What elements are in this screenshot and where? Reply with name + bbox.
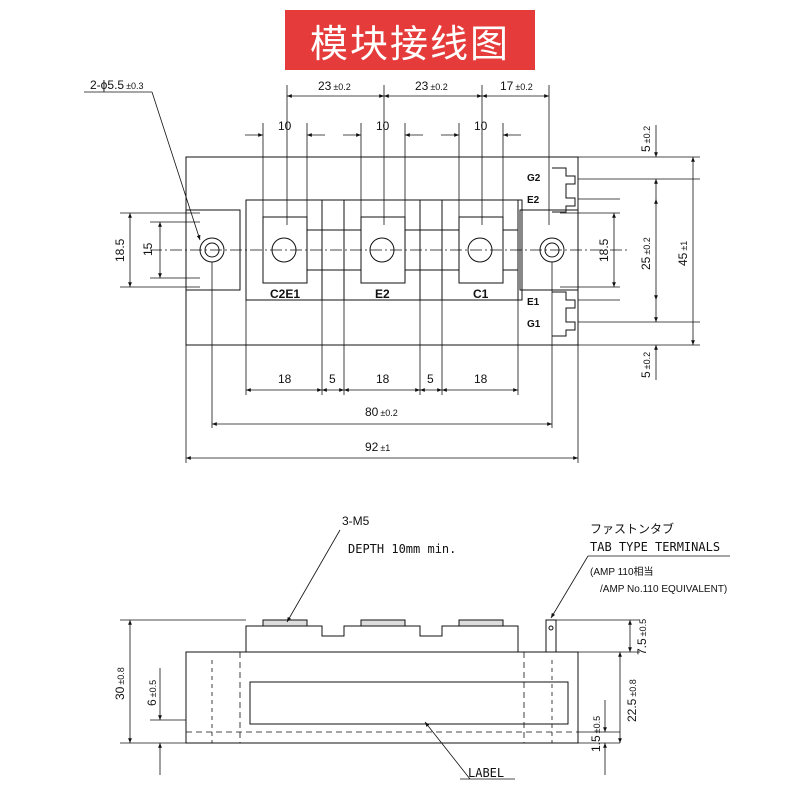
screw-spec: 3-M5 <box>342 514 370 528</box>
right-dim-25: 25±0.2 <box>639 237 653 270</box>
depth-note: DEPTH 10mm min. <box>348 542 456 556</box>
side-dim-6: 6±0.5 <box>145 680 159 706</box>
terminal-label-c2e1: C2E1 <box>270 287 300 301</box>
hole-spec: 2-ϕ5.5±0.3 <box>90 78 144 92</box>
tab-japanese-label: ファストンタブ <box>590 521 674 536</box>
bottom-dim-2: 5 <box>329 372 336 386</box>
pin-e1-g1 <box>552 291 576 337</box>
top-view-labels: 2-ϕ5.5±0.3 23±0.2 23±0.2 17±0.2 10 10 10… <box>90 78 690 454</box>
side-dim-225: 22.5±0.8 <box>625 679 639 722</box>
side-view <box>120 529 730 780</box>
left-dim-185: 18.5 <box>113 238 127 262</box>
amp-note-1: (AMP 110相当 <box>590 565 654 578</box>
pin-label-g2: G2 <box>527 173 541 184</box>
bottom-dim-4: 5 <box>427 372 434 386</box>
pin-label-g1: G1 <box>527 319 541 330</box>
pin-label-e2: E2 <box>527 195 540 206</box>
bottom-dim-5: 18 <box>474 372 488 386</box>
side-dim-15: 1.5±0.5 <box>589 716 603 752</box>
tab-english-label: TAB TYPE TERMINALS <box>590 540 720 554</box>
housing-outline <box>185 156 579 346</box>
right-dim-185: 18.5 <box>597 238 611 262</box>
right-dim-5-top: 5±0.2 <box>639 126 653 152</box>
length-80: 80±0.2 <box>365 405 398 419</box>
side-dim-30: 30±0.8 <box>113 667 127 700</box>
right-dim-45: 45±1 <box>676 241 690 266</box>
terminal-width-3: 10 <box>474 119 488 133</box>
length-92: 92±1 <box>365 440 390 454</box>
terminal-label-e2: E2 <box>375 287 390 301</box>
side-body <box>185 651 579 744</box>
side-view-labels: 3-M5 DEPTH 10mm min. ファストンタブ TAB TYPE TE… <box>113 514 727 780</box>
terminal-width-1: 10 <box>278 119 292 133</box>
terminal-label-c1: C1 <box>473 287 489 301</box>
side-top-profile <box>245 625 519 652</box>
terminal-width-2: 10 <box>376 119 390 133</box>
bottom-dim-1: 18 <box>278 372 292 386</box>
screw-leader <box>286 529 341 623</box>
bottom-dim-3: 18 <box>376 372 390 386</box>
pitch-dim-1: 23±0.2 <box>318 79 351 93</box>
right-dim-5-bottom: 5±0.2 <box>639 352 653 378</box>
tab-terminal <box>545 619 557 653</box>
side-dim-75: 7.5±0.5 <box>635 619 649 655</box>
pitch-dim-3: 17±0.2 <box>500 79 533 93</box>
top-view <box>84 85 700 463</box>
label-leader <box>424 721 471 780</box>
label-callout: LABEL <box>468 766 504 780</box>
amp-note-2: /AMP No.110 EQUIVALENT) <box>600 584 727 595</box>
left-dim-15: 15 <box>141 242 155 256</box>
pin-g2-e2 <box>552 167 576 213</box>
pin-label-e1: E1 <box>527 297 540 308</box>
page-title: 模块接线图 <box>285 10 535 70</box>
pitch-dim-2: 23±0.2 <box>415 79 448 93</box>
label-panel <box>249 681 569 725</box>
tab-leader <box>550 555 589 619</box>
